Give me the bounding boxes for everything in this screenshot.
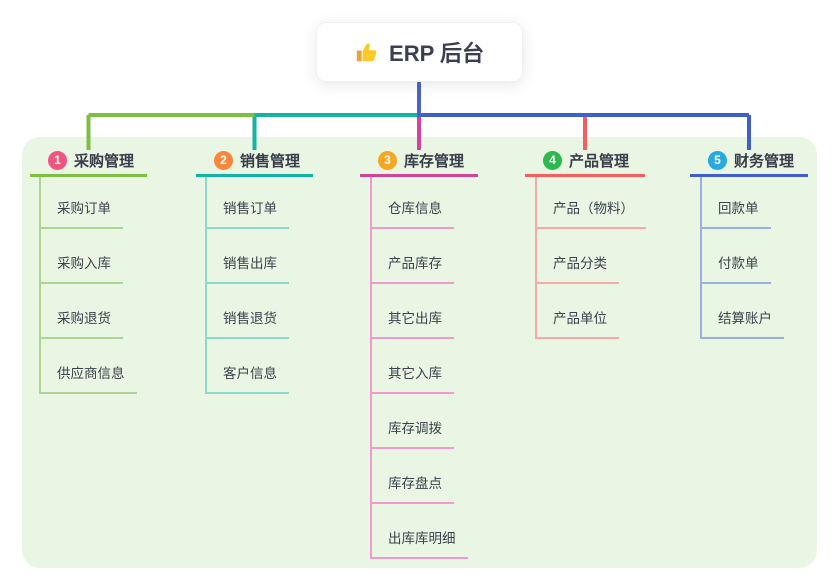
branch-header-3[interactable]: 3 库存管理	[360, 146, 478, 177]
branch-header-2[interactable]: 2 销售管理	[196, 146, 313, 177]
branch-label: 产品管理	[569, 152, 630, 170]
child-item[interactable]: 其它出库	[371, 309, 454, 339]
root-node[interactable]: ERP 后台	[316, 22, 523, 82]
branch-header-5[interactable]: 5 财务管理	[690, 146, 808, 177]
branch-label: 库存管理	[404, 152, 465, 170]
child-item[interactable]: 产品分类	[536, 254, 619, 284]
child-item[interactable]: 其它入库	[371, 364, 454, 394]
child-item[interactable]: 客户信息	[206, 364, 289, 394]
thumbs-up-icon	[356, 43, 377, 62]
branch-number-badge: 1	[48, 150, 67, 170]
child-item[interactable]: 供应商信息	[40, 364, 137, 394]
child-item[interactable]: 产品库存	[371, 254, 454, 284]
child-item[interactable]: 回款单	[701, 199, 771, 229]
child-item[interactable]: 付款单	[701, 254, 771, 284]
root-label: ERP 后台	[389, 41, 484, 66]
branch-label: 财务管理	[734, 152, 795, 170]
child-item[interactable]: 销售出库	[206, 254, 289, 284]
child-item[interactable]: 出库库明细	[371, 529, 468, 559]
child-item[interactable]: 产品单位	[536, 309, 619, 339]
branch-header-4[interactable]: 4 产品管理	[525, 146, 645, 177]
branch-number-badge: 4	[543, 150, 562, 170]
child-item[interactable]: 仓库信息	[371, 199, 454, 229]
child-item[interactable]: 采购退货	[40, 309, 123, 339]
branch-label: 采购管理	[74, 152, 135, 170]
background-panel	[22, 137, 817, 568]
child-item[interactable]: 采购订单	[40, 199, 123, 229]
branch-number-badge: 2	[214, 150, 233, 170]
child-item[interactable]: 销售订单	[206, 199, 289, 229]
branch-label: 销售管理	[240, 152, 301, 170]
child-item[interactable]: 产品（物料）	[536, 199, 646, 229]
branch-number-badge: 5	[708, 150, 727, 170]
child-item[interactable]: 库存调拨	[371, 419, 454, 449]
child-item[interactable]: 销售退货	[206, 309, 289, 339]
child-item[interactable]: 库存盘点	[371, 474, 454, 504]
child-item[interactable]: 结算账户	[701, 309, 784, 339]
child-item[interactable]: 采购入库	[40, 254, 123, 284]
branch-number-badge: 3	[378, 150, 397, 170]
branch-header-1[interactable]: 1 采购管理	[30, 146, 147, 177]
